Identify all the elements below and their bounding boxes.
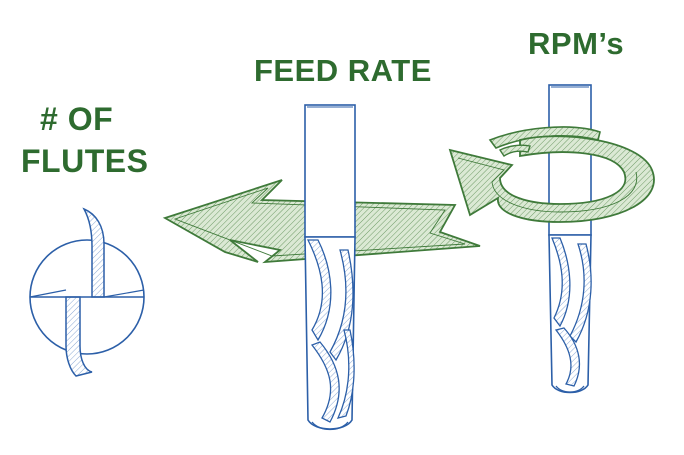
feed-rate-label: FEED RATE <box>254 53 432 88</box>
end-mill-tool-icon <box>304 104 356 431</box>
flutes-label-line1: # OF <box>40 101 114 137</box>
endmill-cross-section-icon <box>29 207 145 377</box>
rpm-label: RPM’s <box>528 26 625 61</box>
flutes-label-line2: FLUTES <box>21 143 149 179</box>
curved-rotation-arrow-icon <box>448 126 655 223</box>
end-mill-tool-icon <box>548 84 592 394</box>
